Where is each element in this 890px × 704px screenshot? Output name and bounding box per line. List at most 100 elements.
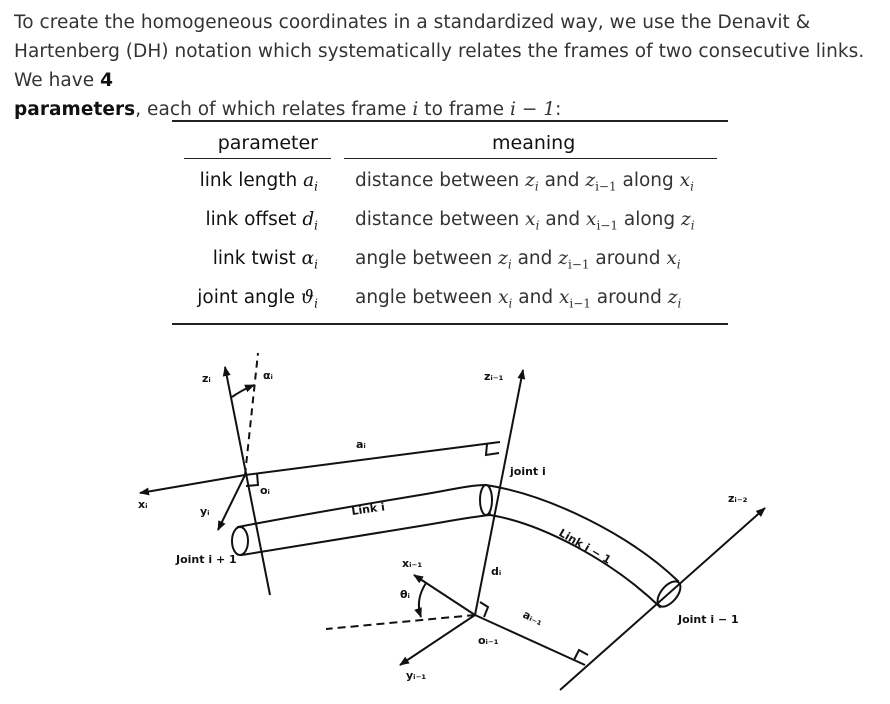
alpha-i-arc — [231, 384, 255, 398]
meaning-var: z — [525, 170, 535, 191]
meaning-var: z — [667, 287, 678, 308]
right-angle-marker-aim1 — [573, 648, 589, 661]
link-i-end-cap — [231, 526, 249, 556]
meaning-var: z — [558, 248, 569, 269]
intro-paragraph: To create the homogeneous coordinates in… — [14, 8, 880, 124]
label-x-i: xᵢ — [138, 498, 148, 511]
param-name: link offset — [205, 209, 297, 230]
table-row: link twist α i angle between zi and zi−1 … — [172, 248, 728, 286]
meaning-var: z — [681, 209, 691, 230]
meaning-text: and — [539, 209, 587, 230]
meaning-text: around — [590, 287, 668, 308]
label-joint-im1: Joint i − 1 — [677, 613, 739, 626]
intro-var-i: i — [412, 99, 419, 120]
meaning-text: along — [616, 170, 680, 191]
label-z-im1: zᵢ₋₁ — [484, 370, 504, 383]
meaning-var: x — [525, 209, 536, 230]
meaning-var: x — [498, 287, 509, 308]
label-y-i: yᵢ — [200, 505, 210, 518]
label-joint-ip1: Joint i + 1 — [175, 553, 237, 566]
intro-bold-word: parameters — [14, 99, 136, 120]
meaning-sub: i — [690, 179, 694, 194]
table-bottom-rule — [172, 323, 728, 325]
table-row: joint angle ϑi angle between xi and xi−1… — [172, 287, 728, 325]
meaning-sub: i−1 — [569, 296, 591, 311]
label-theta-i: θᵢ — [400, 588, 410, 601]
intro-var-i-minus-1: i − 1 — [509, 99, 556, 120]
meaning-sub: i−1 — [595, 179, 617, 194]
param-symbol: α — [301, 248, 315, 269]
link-i-body — [236, 483, 492, 557]
meaning-sub: i — [535, 218, 540, 233]
param-cell: joint angle ϑi — [197, 287, 318, 311]
param-name: link twist — [212, 248, 296, 269]
label-link-i: Link i — [351, 500, 386, 518]
label-a-i: aᵢ — [356, 438, 366, 451]
label-o-i: oᵢ — [260, 484, 270, 497]
x-i-axis — [139, 474, 246, 496]
z-i-axis — [222, 366, 271, 596]
right-angle-marker-ai — [484, 443, 500, 457]
intro-text-2: , each of which relates frame — [135, 99, 413, 120]
param-cell: link offset di — [205, 209, 318, 233]
meaning-text: around — [589, 248, 667, 269]
param-sub: i — [314, 296, 318, 311]
intro-text-1: To create the homogeneous coordinates in… — [14, 12, 865, 91]
intro-text-4: : — [555, 99, 562, 120]
label-a-im1: aᵢ₋₁ — [521, 608, 545, 629]
a-im1-normal — [474, 614, 586, 666]
table-top-rule — [172, 120, 728, 122]
meaning-sub: i — [507, 257, 512, 272]
meaning-cell: distance between xi and xi−1 along zi — [355, 209, 695, 233]
meaning-var: x — [586, 209, 597, 230]
meaning-text: and — [511, 248, 559, 269]
table-row: link offset di distance between xi and x… — [172, 209, 728, 247]
meaning-sub: i — [677, 296, 682, 311]
z-im2-axis — [559, 507, 766, 691]
param-sub: i — [314, 218, 318, 233]
a-i-normal — [244, 441, 501, 476]
right-angle-marker-oi — [245, 472, 260, 487]
intro-text-3: to frame — [418, 99, 510, 120]
dh-frames-diagram: zᵢ αᵢ zᵢ₋₁ aᵢ xᵢ yᵢ oᵢ joint i Link i zᵢ… — [138, 352, 766, 691]
z-im1-direction-dashed — [244, 352, 259, 476]
meaning-cell: angle between xi and xi−1 around zi — [355, 287, 681, 311]
meaning-var: x — [666, 248, 677, 269]
theta-i-arc — [414, 582, 427, 618]
meaning-var: x — [679, 170, 691, 191]
label-d-i: dᵢ — [491, 565, 501, 578]
header-rule-right — [344, 158, 717, 159]
meaning-sub: i — [676, 257, 681, 272]
meaning-cell: angle between zi and zi−1 around xi — [355, 248, 681, 272]
intro-bold-number: 4 — [100, 70, 114, 91]
x-im1-axis — [413, 574, 476, 616]
label-x-im1: xᵢ₋₁ — [402, 557, 422, 570]
meaning-text: distance between — [355, 209, 526, 230]
meaning-sub: i — [690, 218, 695, 233]
meaning-sub: i−1 — [596, 218, 618, 233]
z-im1-axis — [474, 369, 526, 616]
y-i-axis — [217, 474, 246, 531]
meaning-var: x — [558, 287, 570, 308]
meaning-var: z — [498, 248, 508, 269]
right-angle-marker-oim1 — [479, 601, 490, 618]
label-joint-i: joint i — [509, 465, 546, 478]
meaning-text: angle between — [355, 287, 499, 308]
label-y-im1: yᵢ₋₁ — [406, 669, 426, 682]
table-row: link length ai distance between zi and z… — [172, 170, 728, 208]
label-z-i: zᵢ — [202, 372, 211, 385]
param-name: joint angle — [197, 287, 296, 308]
joint-i-cap — [479, 484, 493, 516]
meaning-text: and — [538, 170, 586, 191]
meaning-sub: i — [508, 296, 513, 311]
meaning-cell: distance between zi and zi−1 along xi — [355, 170, 694, 194]
meaning-text: distance between — [355, 170, 526, 191]
meaning-text: along — [617, 209, 682, 230]
header-parameter: parameter — [217, 132, 318, 154]
header-meaning: meaning — [492, 132, 576, 154]
param-symbol: a — [303, 170, 315, 191]
param-sub: i — [314, 179, 318, 194]
x-im1-extension-dashed — [325, 614, 476, 630]
param-cell: link length ai — [200, 170, 318, 194]
param-name: link length — [199, 170, 298, 191]
